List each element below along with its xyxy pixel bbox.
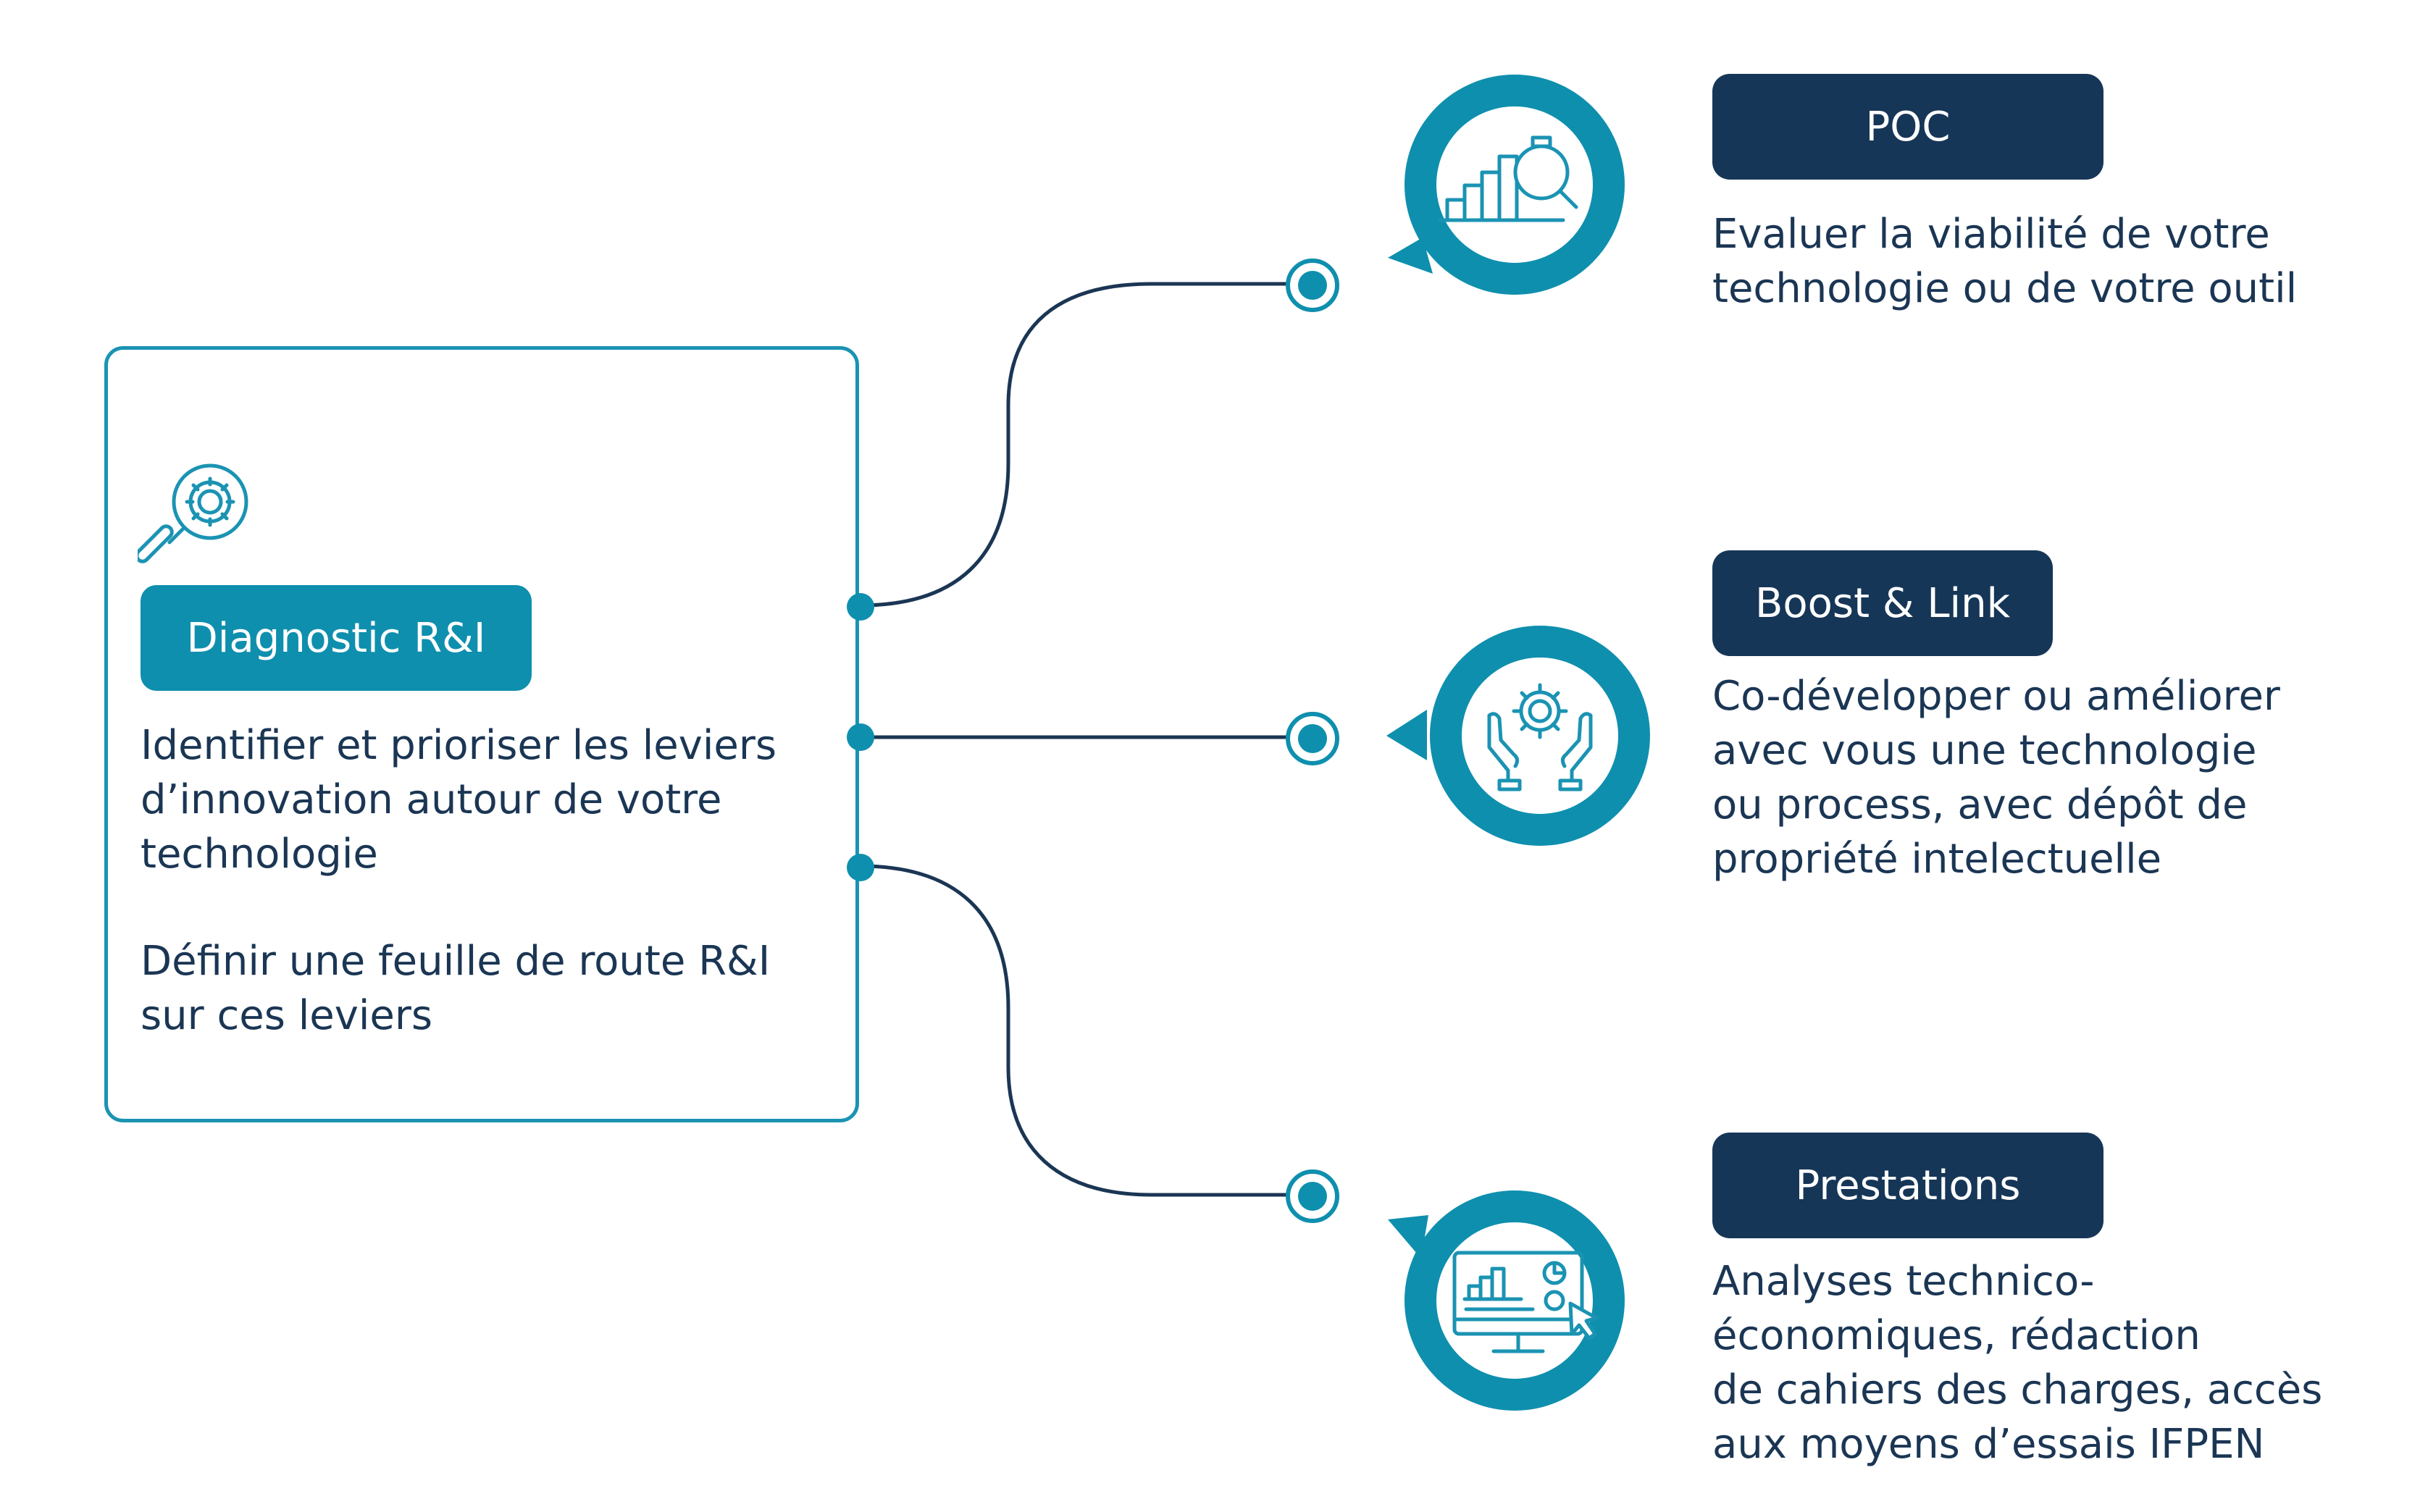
diagnostic-text-1-line: Identifier et prioriser les leviers	[141, 722, 777, 769]
diagnostic-text-2-line: Définir une feuille de route R&I	[141, 938, 771, 985]
diagnostic-text-1: Identifier et prioriser les leviers d’in…	[141, 718, 836, 881]
prestations-badge	[1388, 1190, 1625, 1411]
diagnostic-text-1-line: technologie	[141, 831, 378, 878]
diagnostic-label: Diagnostic R&I	[186, 614, 486, 662]
poc-label: POC	[1865, 103, 1951, 151]
hands-gear-icon	[1487, 683, 1593, 791]
bar-chart-magnifier-icon	[1438, 135, 1578, 222]
boost-description: Co-développer ou améliorer avec vous une…	[1712, 669, 2408, 886]
boost-pill: Boost & Link	[1712, 550, 2053, 656]
diagnostic-pill: Diagnostic R&I	[141, 585, 532, 691]
boost-badge	[1386, 626, 1650, 846]
prestations-description: Analyses technico- économiques, rédactio…	[1712, 1254, 2422, 1471]
poc-description: Evaluer la viabilité de votre technologi…	[1712, 207, 2408, 316]
connector-prestations	[860, 864, 1313, 1197]
boost-description-line: ou process, avec dépôt de	[1712, 781, 2248, 828]
magnifier-gear-icon	[138, 463, 248, 563]
prestations-label: Prestations	[1795, 1162, 2021, 1209]
target-dot-prestations	[1286, 1169, 1339, 1223]
prestations-description-line: aux moyens d’essais IFPEN	[1712, 1421, 2265, 1468]
boost-description-line: avec vous une technologie	[1712, 727, 2257, 774]
diagnostic-text-1-line: d’innovation autour de votre	[141, 776, 722, 823]
monitor-chart-cursor-icon	[1452, 1251, 1599, 1353]
diagnostic-text-2: Définir une feuille de route R&I sur ces…	[141, 934, 836, 1043]
connector-dot	[847, 593, 874, 621]
connector-poc	[860, 282, 1313, 608]
prestations-description-line: de cahiers des charges, accès	[1712, 1366, 2323, 1414]
poc-description-line: Evaluer la viabilité de votre	[1712, 211, 2270, 258]
diagnostic-text-2-line: sur ces leviers	[141, 992, 433, 1039]
boost-description-line: Co-développer ou améliorer	[1712, 673, 2280, 720]
poc-badge	[1388, 75, 1625, 295]
diagnostic-card	[104, 346, 859, 1122]
target-dot-boost	[1286, 712, 1339, 765]
prestations-description-line: Analyses technico-	[1712, 1258, 2095, 1305]
prestations-pill: Prestations	[1712, 1133, 2103, 1238]
boost-description-line: propriété intelectuelle	[1712, 836, 2162, 883]
connector-dot	[847, 723, 874, 751]
poc-pill: POC	[1712, 74, 2103, 180]
boost-label: Boost & Link	[1754, 579, 2011, 627]
poc-description-line: technologie ou de votre outil	[1712, 265, 2298, 312]
connector-dot	[847, 854, 874, 881]
target-dot-poc	[1286, 259, 1339, 312]
prestations-description-line: économiques, rédaction	[1712, 1312, 2201, 1359]
